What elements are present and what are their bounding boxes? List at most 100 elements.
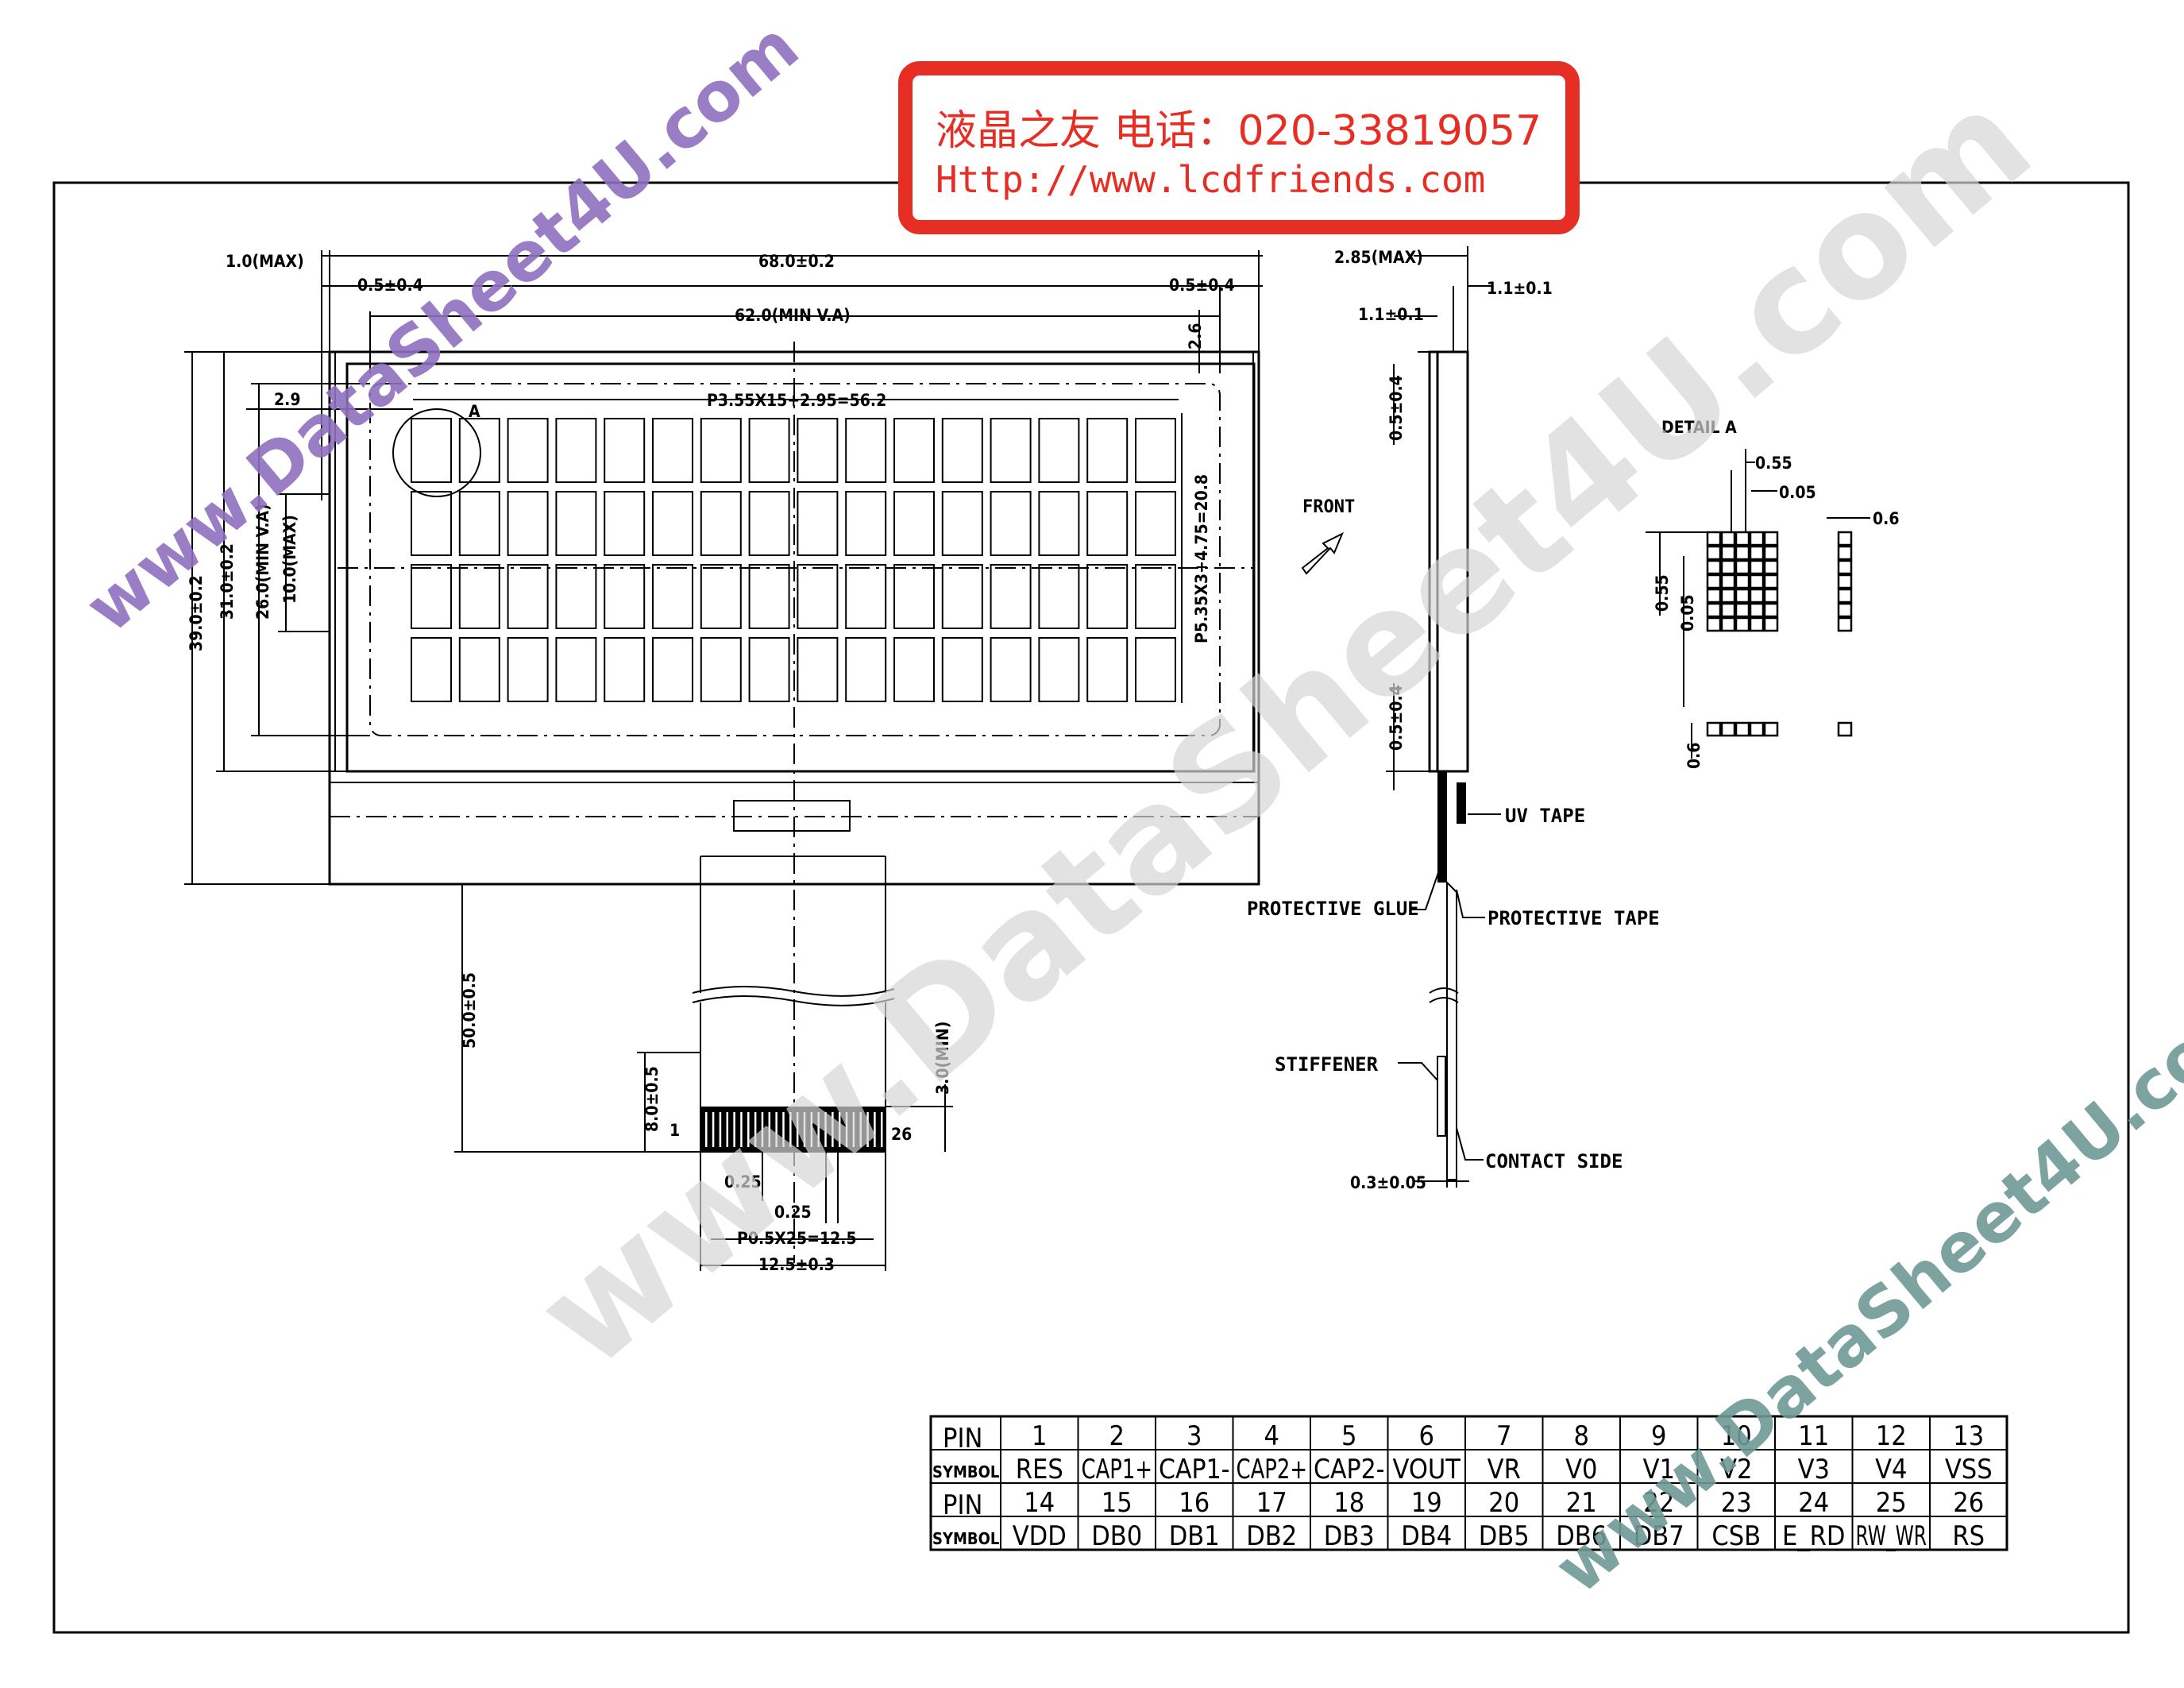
pin-symbol: V4: [1875, 1454, 1907, 1485]
detail-cursor-dot: [1720, 721, 1736, 737]
side-dim-0-3: 0.3±0.05: [1350, 1173, 1426, 1192]
fpc-finger-gap: [782, 1112, 785, 1147]
pin-number: 9: [1651, 1420, 1666, 1452]
dim-31-0: 31.0±0.2: [218, 543, 237, 620]
pin-number: 6: [1419, 1420, 1434, 1452]
pin-symbol: VR: [1488, 1454, 1521, 1485]
detail-column-dot: [1837, 545, 1853, 561]
char-cell: [411, 418, 452, 483]
pin-number: 26: [1953, 1487, 1984, 1519]
char-cell: [507, 637, 549, 702]
dim-fpc-gap-b: 0.25: [774, 1203, 812, 1222]
char-cell: [700, 564, 742, 629]
pin-symbol: VDD: [1013, 1520, 1067, 1552]
fpc-finger-gap: [796, 1112, 799, 1147]
fpc-finger-gap: [845, 1112, 848, 1147]
detail-dot: [1734, 588, 1750, 604]
detail-column-dot: [1837, 588, 1853, 604]
dim-10-0-max: 10.0(MAX): [280, 515, 299, 604]
char-cell: [1038, 637, 1080, 702]
detail-cursor-dot: [1706, 721, 1722, 737]
char-cell: [797, 491, 839, 556]
dim-fpc-finger: 8.0±0.5: [642, 1066, 662, 1132]
char-cell: [1086, 564, 1129, 629]
char-cell: [458, 637, 500, 702]
char-cell: [458, 564, 500, 629]
dim-pitch-y: P5.35X3+4.75=20.8: [1192, 474, 1211, 643]
detail-dot: [1720, 588, 1736, 604]
detail-dot: [1763, 545, 1779, 561]
pin-number: 10: [1721, 1420, 1752, 1452]
detail-column-dot: [1837, 602, 1853, 618]
char-cell: [1038, 564, 1080, 629]
fpc-finger-gap: [832, 1112, 834, 1147]
char-cell: [893, 491, 935, 556]
detail-dot: [1749, 559, 1765, 575]
char-cell: [458, 491, 500, 556]
fpc-finger-gap: [866, 1112, 869, 1147]
char-cell: [990, 418, 1032, 483]
char-cell: [941, 637, 983, 702]
detail-dot: [1734, 602, 1750, 618]
pin-number: 13: [1953, 1420, 1984, 1452]
char-cell: [748, 564, 790, 629]
fpc-tail: [692, 856, 895, 1271]
char-cell: [652, 418, 693, 483]
char-cell: [990, 491, 1032, 556]
detail-column-cursor: [1837, 721, 1853, 737]
detail-dot: [1706, 602, 1722, 618]
detail-dot: [1749, 531, 1765, 547]
char-cell: [555, 491, 597, 556]
fpc-finger-gap: [754, 1112, 757, 1147]
fpc-finger-gap: [789, 1112, 792, 1147]
pin-symbol: RW_WR: [1856, 1520, 1927, 1552]
pin-symbol: RES: [1016, 1454, 1063, 1485]
pin-symbol: E_RD: [1782, 1520, 1845, 1552]
pin-number: 20: [1488, 1487, 1519, 1519]
detail-dot: [1720, 545, 1736, 561]
side-dim-2-85-max: 2.85(MAX): [1334, 248, 1423, 267]
pin-number: 3: [1187, 1420, 1202, 1452]
detail-a-title: DETAIL A: [1661, 418, 1737, 437]
pin-number: 21: [1566, 1487, 1597, 1519]
dim-62-0-min-va: 62.0(MIN V.A): [735, 306, 851, 325]
watermark-bottom-right: www.DataSheet4U.com: [1540, 968, 2184, 1609]
fpc-pin-first: 1: [669, 1121, 680, 1140]
fpc-finger-gap: [817, 1112, 820, 1147]
detail-dot: [1706, 616, 1722, 632]
char-cell: [700, 637, 742, 702]
detail-dot: [1706, 588, 1722, 604]
fpc-finger-gap: [740, 1112, 743, 1147]
detail-dot: [1763, 588, 1779, 604]
char-cell: [1038, 491, 1080, 556]
char-cell: [555, 418, 597, 483]
pin-number: 16: [1179, 1487, 1210, 1519]
char-cell: [845, 564, 887, 629]
pin-number: 5: [1341, 1420, 1356, 1452]
char-cell: [941, 418, 983, 483]
fpc-finger-gap: [726, 1112, 729, 1147]
char-cell: [458, 418, 500, 483]
symbol-header-row1: SYMBOL: [932, 1462, 999, 1481]
detail-column-dot: [1837, 531, 1853, 547]
pin-symbol: CAP2+: [1237, 1454, 1308, 1485]
pin-symbol: V3: [1798, 1454, 1830, 1485]
char-cell: [941, 564, 983, 629]
front-arrow-icon: [1301, 531, 1344, 575]
pin-symbol: V0: [1565, 1454, 1597, 1485]
detail-dot: [1720, 602, 1736, 618]
pin-header-row2: PIN: [943, 1489, 982, 1521]
detail-dot: [1763, 602, 1779, 618]
fpc-finger-gap: [874, 1112, 876, 1147]
pin-number: 17: [1256, 1487, 1287, 1519]
fpc-finger-gap: [761, 1112, 764, 1147]
char-cell: [797, 564, 839, 629]
char-cell: [507, 418, 549, 483]
fpc-finger-gap: [852, 1112, 855, 1147]
detail-cursor-dot: [1734, 721, 1750, 737]
detail-dot: [1706, 531, 1722, 547]
detail-cursor-dot: [1749, 721, 1765, 737]
fpc-finger-gap: [705, 1112, 708, 1147]
